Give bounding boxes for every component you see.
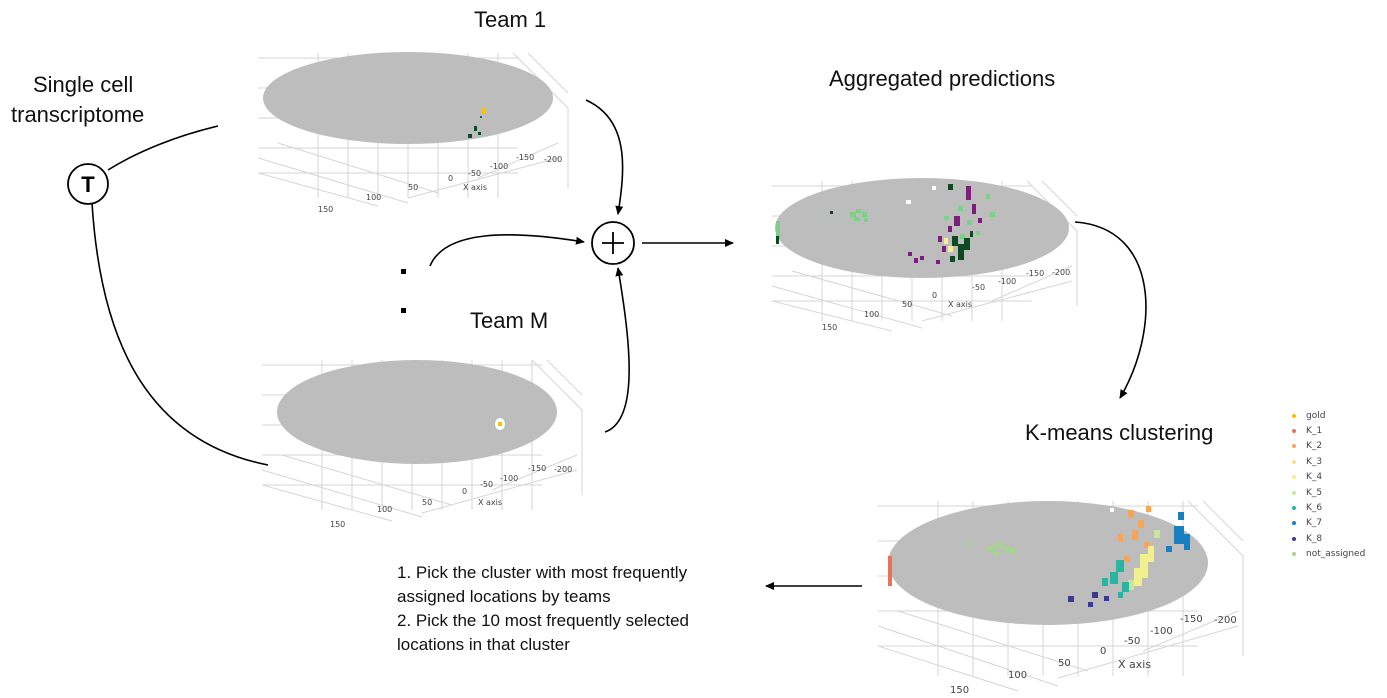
x-tick: 50	[408, 183, 418, 192]
x-tick: 50	[1058, 658, 1071, 669]
connector-t-to-team1	[107, 125, 219, 171]
kmeans-label: K-means clustering	[1025, 420, 1214, 445]
transform-symbol: T	[81, 172, 95, 197]
x-axis-title: X axis	[1118, 658, 1151, 671]
x-tick: -50	[480, 480, 493, 489]
x-tick: 150	[318, 205, 333, 214]
x-tick: -100	[490, 162, 508, 171]
x-tick: -150	[1180, 614, 1203, 625]
x-tick: -150	[528, 464, 546, 473]
legend-marker	[1292, 521, 1296, 526]
x-tick: 0	[462, 487, 467, 496]
legend-marker	[1292, 429, 1296, 434]
embryo-shape	[263, 52, 553, 144]
legend-label: K_7	[1306, 518, 1323, 529]
aggregated-plot: -200 -150 -100 -50 0 50 100 150 X axis	[772, 178, 1078, 332]
step-2-text: 2. Pick the 10 most frequently selected …	[397, 611, 689, 654]
x-tick: 100	[366, 193, 381, 202]
x-axis-title: X axis	[463, 183, 487, 192]
team1-label: Team 1	[474, 7, 547, 32]
x-tick: -200	[1214, 615, 1237, 626]
x-tick: 0	[448, 174, 453, 183]
x-tick: -100	[1150, 626, 1173, 637]
ellipsis-dot	[401, 308, 406, 313]
teamM-plot: -200 -150 -100 -50 0 50 100 150 X axis	[262, 359, 583, 529]
x-tick: -50	[972, 283, 985, 292]
x-tick: 100	[1008, 670, 1027, 681]
embryo-shape	[775, 178, 1069, 278]
x-tick: -200	[554, 465, 572, 474]
legend-item: K_2	[1292, 439, 1365, 454]
x-tick: 150	[330, 520, 345, 529]
legend-marker	[1292, 490, 1296, 495]
arrow-others-to-sum[interactable]	[429, 234, 585, 267]
legend-label: not_assigned	[1306, 549, 1366, 560]
legend-item: K_1	[1292, 423, 1365, 438]
input-label-line1: Single cell	[33, 72, 134, 97]
x-tick: -100	[998, 277, 1016, 286]
x-tick: 50	[902, 300, 912, 309]
legend-marker	[1292, 444, 1296, 449]
legend-marker	[1292, 552, 1296, 557]
arrow-teamM-to-sum[interactable]	[604, 267, 630, 433]
legend-label: K_2	[1306, 441, 1323, 452]
arrow-team1-to-sum[interactable]	[585, 99, 624, 215]
input-label-line2: transcriptome	[11, 102, 145, 127]
legend-item: K_6	[1292, 500, 1365, 515]
legend-marker	[1292, 536, 1296, 541]
teamM-label: Team M	[470, 308, 549, 333]
legend-item: K_5	[1292, 485, 1365, 500]
x-tick: -50	[468, 169, 481, 178]
step-1-text: 1. Pick the cluster with most frequently…	[397, 563, 688, 606]
legend-label: K_6	[1306, 503, 1323, 514]
legend-item: K_8	[1292, 531, 1365, 546]
x-tick: 150	[822, 323, 837, 332]
legend-item: K_3	[1292, 454, 1365, 469]
x-tick: 0	[932, 291, 937, 300]
legend-marker	[1292, 475, 1296, 480]
kmeans-plot: -200 -150 -100 -50 0 50 100 150 X axis	[878, 500, 1244, 696]
sum-symbol	[602, 232, 624, 254]
embryo-shape	[277, 360, 557, 464]
x-axis-title: X axis	[948, 300, 972, 309]
team1-plot: -200 -150 -100 -50 0 50 100 150 X axis	[258, 52, 569, 214]
legend-label: K_3	[1306, 456, 1323, 467]
x-tick: 100	[864, 310, 879, 319]
x-tick: -200	[1052, 268, 1070, 277]
x-axis-title: X axis	[478, 498, 502, 507]
legend-item: gold	[1292, 408, 1365, 423]
x-tick: 150	[950, 685, 969, 696]
ellipsis-dot	[401, 269, 406, 274]
legend-label: K_1	[1306, 426, 1323, 437]
legend-label: gold	[1306, 410, 1326, 421]
cluster-legend: gold K_1 K_2 K_3 K_4 K_5 K_6 K_7 K_8 not…	[1292, 408, 1365, 562]
x-tick: 0	[1100, 646, 1106, 657]
legend-label: K_4	[1306, 472, 1323, 483]
legend-item: K_4	[1292, 470, 1365, 485]
x-tick: -50	[1124, 636, 1140, 647]
legend-item: not_assigned	[1292, 547, 1365, 562]
x-tick: -150	[516, 153, 534, 162]
x-tick: -150	[1026, 269, 1044, 278]
x-tick: 100	[377, 505, 392, 514]
connector-t-to-teamM	[91, 202, 269, 466]
legend-marker	[1292, 459, 1296, 464]
x-tick: 50	[422, 498, 432, 507]
arrow-aggregated-to-kmeans[interactable]	[1074, 221, 1147, 399]
legend-marker	[1292, 413, 1296, 418]
x-tick: -100	[500, 474, 518, 483]
legend-label: K_8	[1306, 533, 1323, 544]
aggregated-label: Aggregated predictions	[829, 66, 1056, 91]
legend-marker	[1292, 506, 1296, 511]
transform-node	[67, 163, 109, 205]
legend-item: K_7	[1292, 516, 1365, 531]
x-tick: -200	[544, 155, 562, 164]
legend-label: K_5	[1306, 487, 1323, 498]
embryo-shape	[888, 501, 1208, 625]
